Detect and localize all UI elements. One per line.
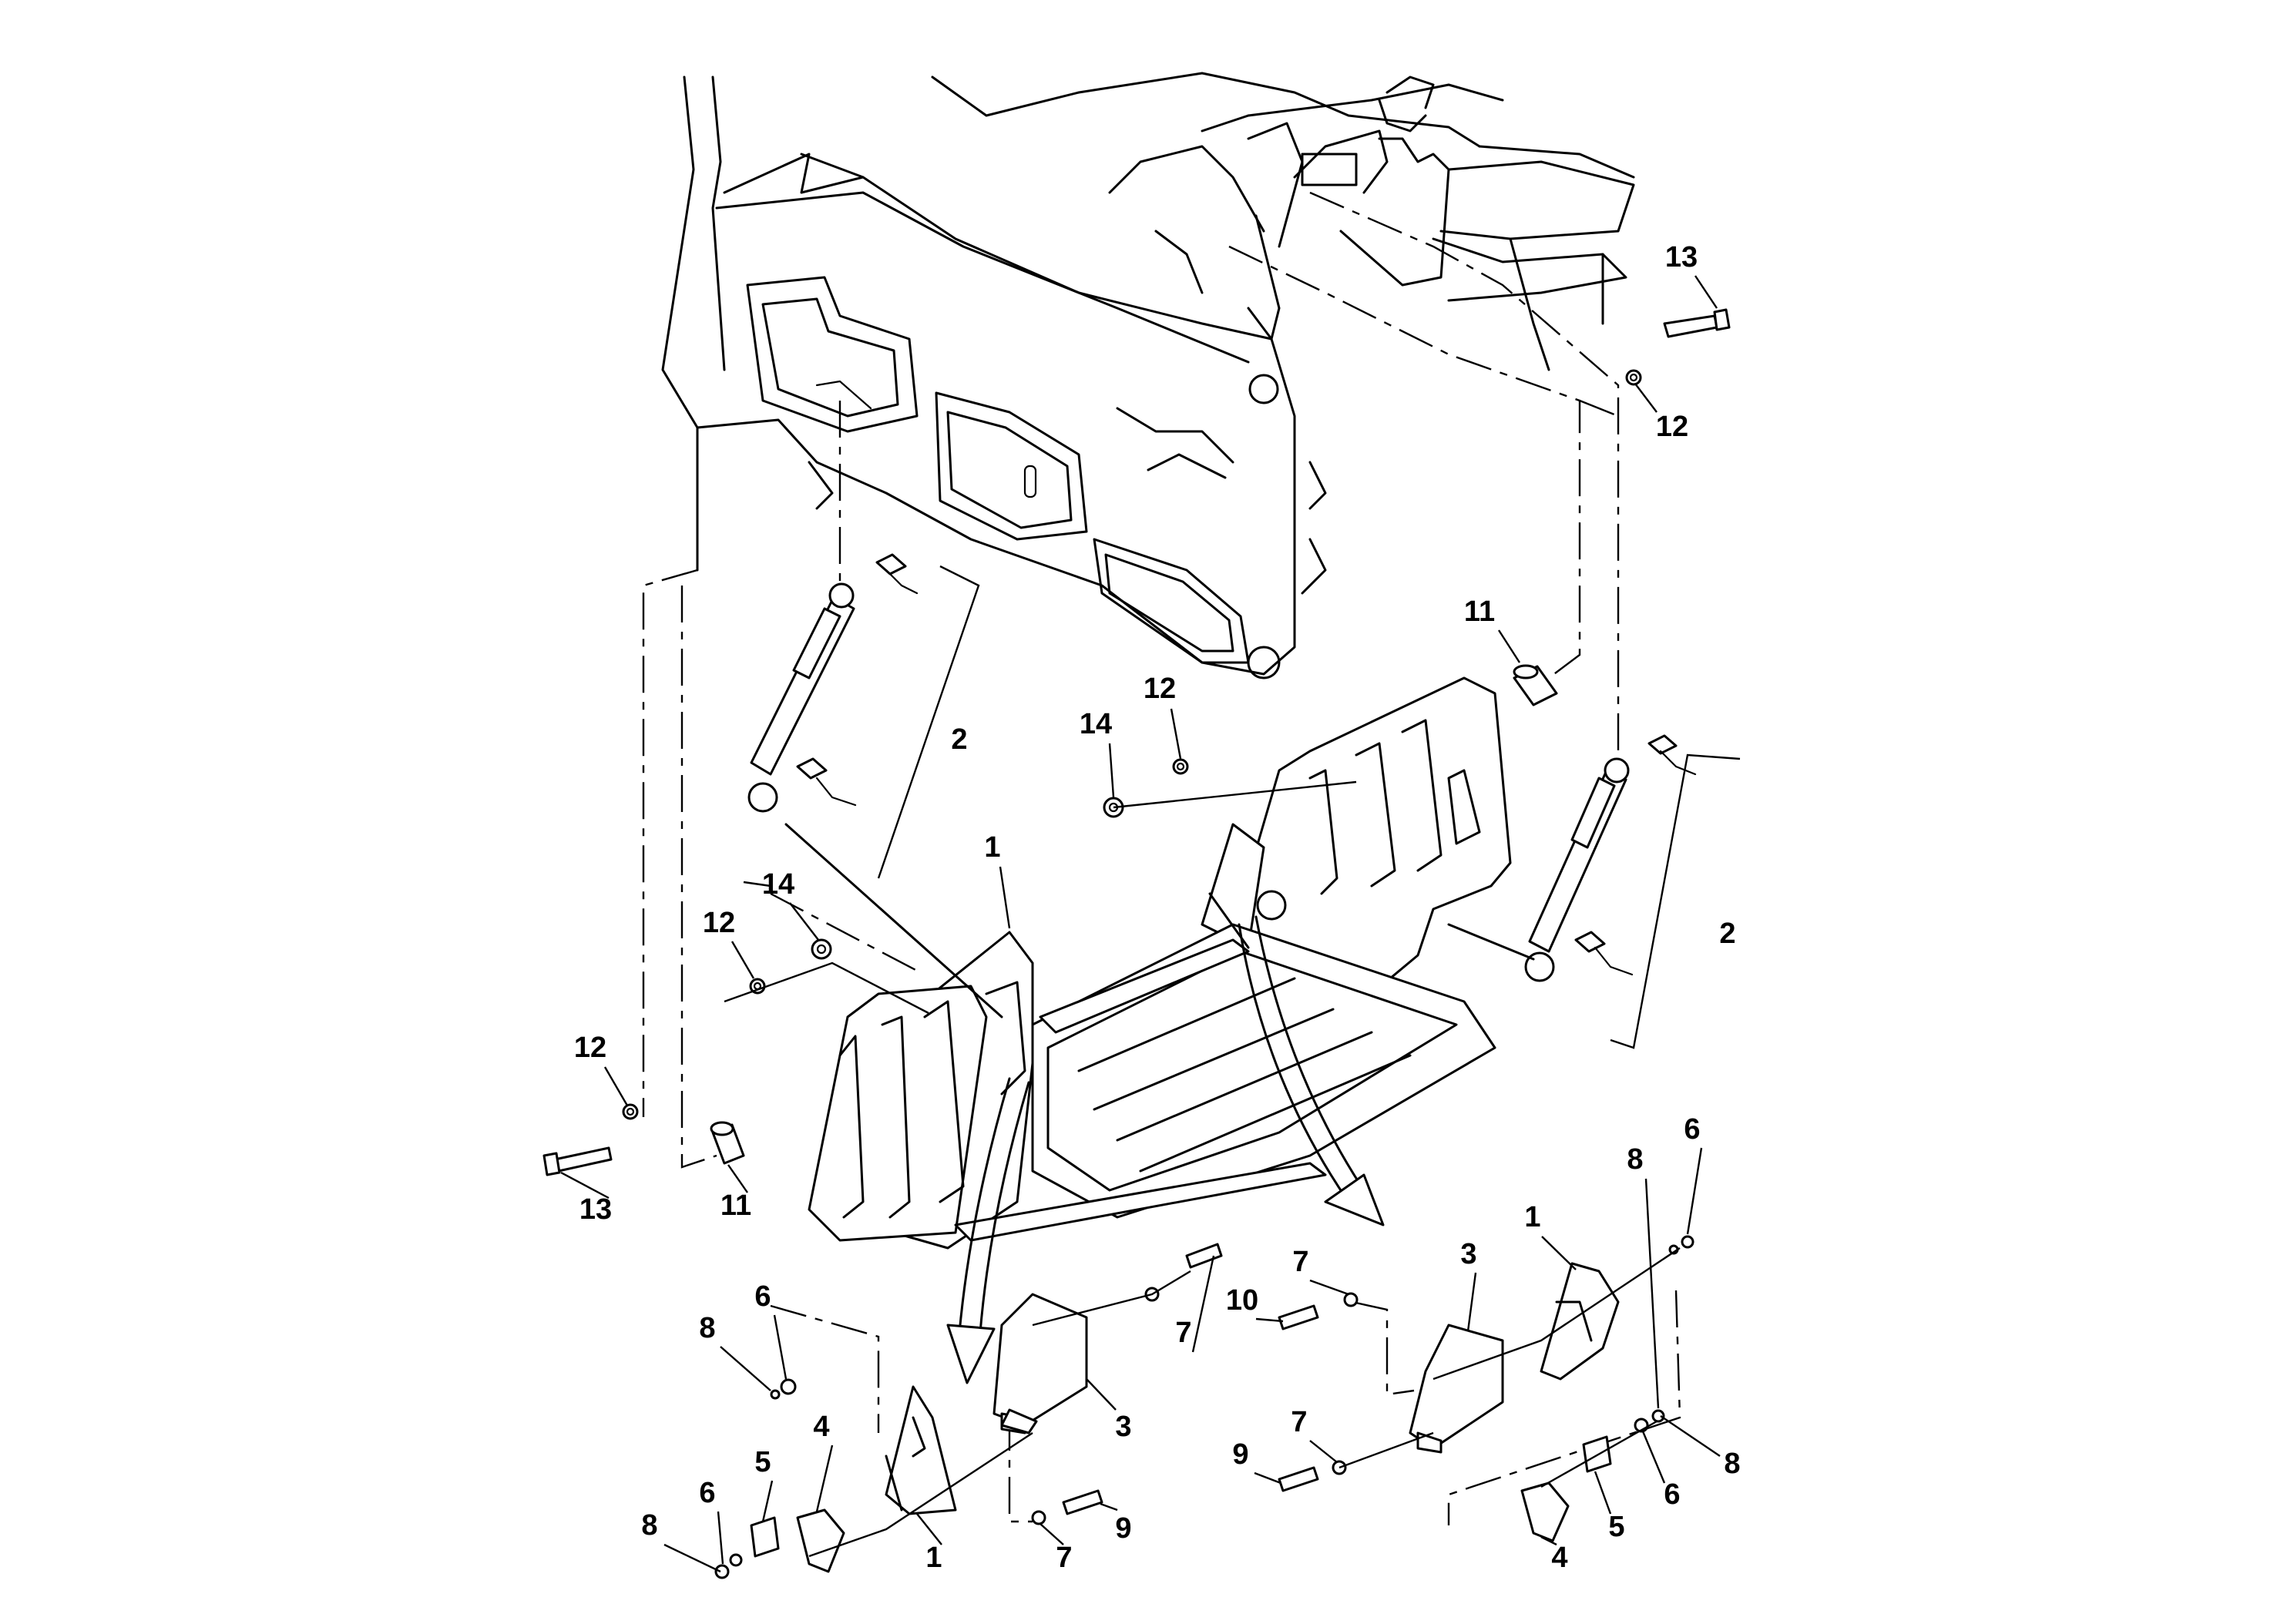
spacer-right (1513, 664, 1558, 706)
callout-c-12-left: 12 (703, 907, 735, 939)
callout-c-6-left: 6 (754, 1280, 771, 1313)
direction-arrows (946, 915, 1385, 1384)
side-plate-right (1409, 1324, 1504, 1454)
hardware-line-lower-left (808, 1431, 1033, 1558)
callout-c-7-bot: 7 (1056, 1542, 1072, 1574)
hardware-line-plate-left (1032, 1270, 1191, 1327)
callout-c-8-right-bot: 8 (1724, 1448, 1740, 1480)
callout-c-10: 10 (1226, 1284, 1258, 1317)
callout-c-6-right-top: 6 (1684, 1113, 1700, 1146)
gas-spring-left (747, 553, 919, 813)
callout-c-7-mid-top: 7 (1292, 1246, 1308, 1278)
callout-c-11-left: 11 (720, 1189, 751, 1222)
callout-c-8-right-top: 8 (1627, 1143, 1643, 1176)
callout-c-5-left: 5 (754, 1446, 771, 1478)
machine-chassis (661, 72, 1635, 679)
spacer-left (710, 1121, 745, 1165)
bracket-2-left (877, 565, 980, 879)
arm-bracket-right (1540, 1262, 1620, 1381)
callout-c-6-right-bot: 6 (1664, 1478, 1680, 1511)
callout-c-3-right: 3 (1460, 1238, 1476, 1270)
callout-c-7-center: 7 (1175, 1317, 1191, 1349)
assembly-guide-lines (642, 191, 1681, 1525)
callout-c-9-center: 9 (1115, 1512, 1131, 1545)
small-hardware-left (714, 1243, 1223, 1579)
hardware-line-mid (1113, 780, 1357, 809)
callout-c-14-mid: 14 (1080, 708, 1112, 740)
weight-frame-main (784, 676, 1535, 1250)
callout-c-13-left: 13 (579, 1193, 612, 1226)
callout-c-12-far-left: 12 (574, 1032, 606, 1064)
callout-c-12-top: 12 (1656, 411, 1688, 443)
bolt-left (542, 1146, 613, 1176)
callout-c-1-right: 1 (1524, 1201, 1540, 1233)
callout-c-5-right: 5 (1608, 1511, 1624, 1543)
callout-c-1-top: 1 (984, 831, 1000, 864)
callout-c-14-left: 14 (762, 868, 794, 901)
bracket-2-right (1610, 753, 1741, 1049)
hardware-line-right-top (1432, 1247, 1681, 1381)
lower-plate-left (750, 1508, 845, 1573)
callout-c-2-left: 2 (951, 723, 967, 756)
washers-and-nuts (622, 369, 1642, 1120)
callout-c-4-left: 4 (813, 1411, 829, 1443)
arm-bracket-left (885, 1385, 957, 1515)
gas-spring-right (1524, 734, 1697, 982)
bolt-top (1663, 308, 1731, 338)
hardware-line-right-bot (1338, 1431, 1434, 1469)
lower-plate-right (1520, 1435, 1612, 1542)
callout-c-1-left-bot: 1 (925, 1542, 942, 1574)
hardware-line-left (724, 961, 929, 1015)
side-plate-left (992, 1293, 1088, 1434)
callout-c-6-left-bot: 6 (699, 1477, 715, 1509)
callout-c-4-right: 4 (1551, 1542, 1567, 1574)
callout-c-13-top: 13 (1665, 241, 1698, 273)
leader-lines (560, 275, 1721, 1573)
callout-c-3-left: 3 (1115, 1411, 1131, 1443)
callout-c-9-right: 9 (1232, 1438, 1248, 1471)
callout-c-2-right: 2 (1719, 918, 1735, 950)
callout-c-11-right: 11 (1464, 596, 1495, 628)
callout-c-12-mid: 12 (1144, 673, 1176, 705)
callout-c-7-right-mid: 7 (1291, 1406, 1307, 1438)
callout-c-8-left: 8 (699, 1312, 715, 1344)
hardware-line-right-lower (1540, 1420, 1658, 1488)
callout-c-8-left-bot: 8 (641, 1509, 657, 1542)
